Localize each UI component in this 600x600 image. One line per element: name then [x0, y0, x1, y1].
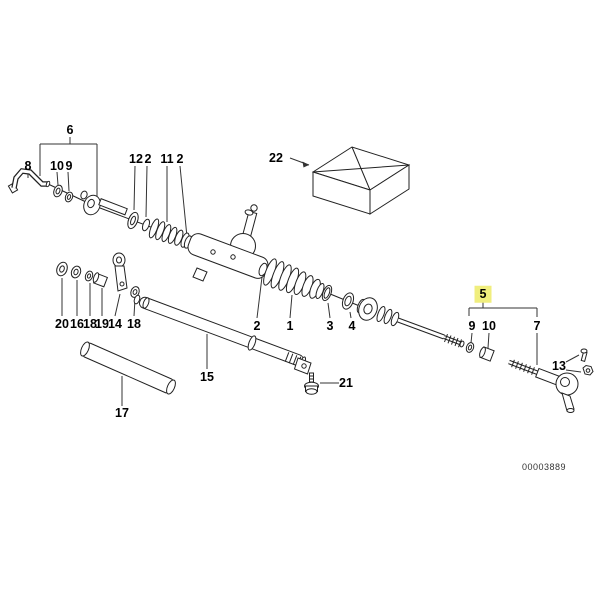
- part-bushing-10b: [479, 346, 495, 362]
- part-boot-1: [263, 258, 325, 300]
- part-label-2[interactable]: 2: [253, 318, 261, 333]
- part-label-2[interactable]: 2: [144, 151, 152, 166]
- part-label-22[interactable]: 22: [269, 150, 283, 165]
- part-inner-tie-rod-5: [356, 297, 465, 348]
- part-pipe-8: [7, 168, 51, 194]
- part-label-3[interactable]: 3: [326, 318, 334, 333]
- part-label-8[interactable]: 8: [24, 158, 32, 173]
- part-box-22: [311, 146, 411, 215]
- part-washer-group-lower-left: [56, 261, 109, 288]
- part-label-10[interactable]: 10: [482, 318, 496, 333]
- part-ring-4: [341, 292, 355, 310]
- part-label-5[interactable]: 5: [474, 285, 492, 303]
- part-label-16[interactable]: 16: [70, 316, 84, 331]
- part-label-9[interactable]: 9: [65, 158, 73, 173]
- part-rack-shaft-15: [133, 294, 312, 375]
- part-lever-14: [112, 252, 128, 292]
- part-label-17[interactable]: 17: [115, 405, 129, 420]
- part-steering-gear-housing: [187, 204, 269, 282]
- part-outer-tie-rod-7: [508, 359, 579, 413]
- part-label-1[interactable]: 1: [286, 318, 294, 333]
- part-clamp-ring-2a: [141, 218, 151, 232]
- part-label-18[interactable]: 18: [83, 316, 97, 331]
- part-washer-9b: [465, 342, 475, 353]
- part-washer-12: [127, 211, 139, 230]
- axis-lines: [45, 182, 363, 308]
- arrowhead-22: [302, 161, 309, 168]
- part-label-12[interactable]: 12: [129, 151, 143, 166]
- part-label-21[interactable]: 21: [339, 375, 353, 390]
- part-fitting-nut-13: [580, 348, 594, 376]
- part-label-11[interactable]: 11: [160, 151, 174, 166]
- part-label-14[interactable]: 14: [108, 316, 122, 331]
- part-ring-18b: [130, 286, 140, 298]
- part-label-2[interactable]: 2: [176, 151, 184, 166]
- part-tube-17: [80, 341, 176, 395]
- drawing-number: 00003889: [521, 462, 566, 472]
- part-tie-rod-end-6: [80, 190, 128, 216]
- part-label-4[interactable]: 4: [348, 318, 356, 333]
- part-label-7[interactable]: 7: [533, 318, 541, 333]
- part-washers-10-9-upper: [53, 184, 74, 203]
- part-label-6[interactable]: 6: [66, 122, 74, 137]
- part-clamp-3: [321, 284, 333, 302]
- part-label-18[interactable]: 18: [127, 316, 141, 331]
- leader-lines: [27, 137, 582, 406]
- part-label-13[interactable]: 13: [552, 358, 566, 373]
- part-bolt-21: [304, 372, 319, 395]
- part-label-15[interactable]: 15: [200, 369, 214, 384]
- part-label-10[interactable]: 10: [50, 158, 64, 173]
- part-label-9[interactable]: 9: [468, 318, 476, 333]
- part-label-20[interactable]: 20: [55, 316, 69, 331]
- part-label-19[interactable]: 19: [95, 316, 109, 331]
